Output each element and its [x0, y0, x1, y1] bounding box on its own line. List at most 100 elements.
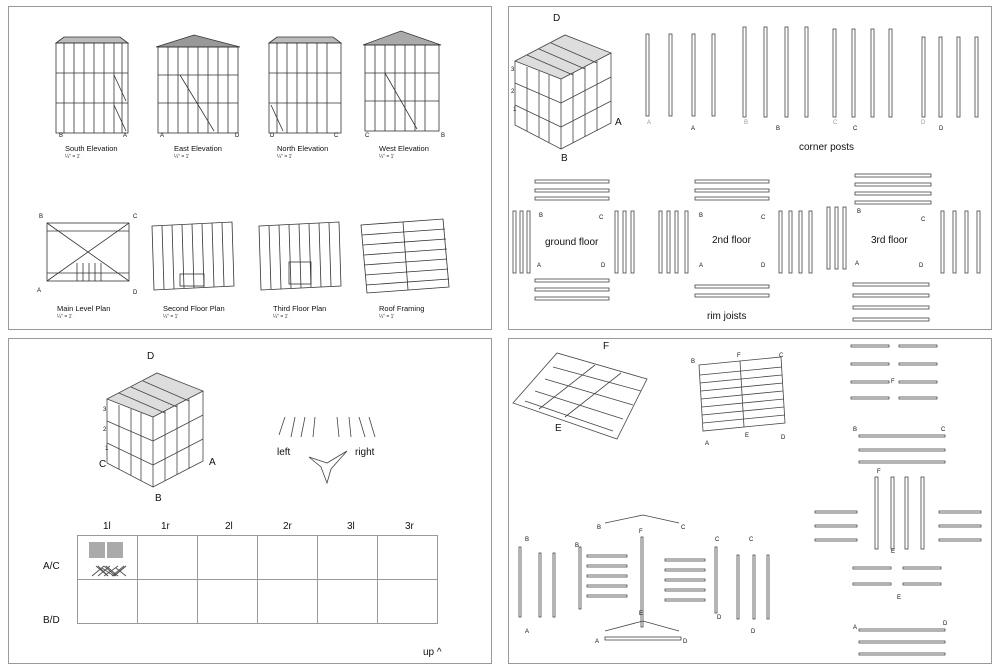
west-elevation-title: West Elevation — [379, 144, 429, 153]
second-floor-plan-title: Second Floor Plan — [163, 304, 225, 313]
gable-e-label: E — [639, 611, 644, 617]
col-header-1r: 1r — [161, 521, 170, 532]
roof-plan-a: A — [705, 441, 710, 447]
side-a-label: A — [525, 629, 530, 635]
rafter-pieces-bottom-right — [852, 566, 946, 656]
elev-west-right: B — [441, 133, 446, 139]
third-corner-d: D — [919, 263, 924, 269]
roof-iso-label-f: F — [603, 341, 610, 352]
iso-frame-drawing — [514, 34, 612, 150]
post-b-small: B — [744, 120, 749, 126]
lower-a-label: A — [853, 625, 858, 631]
lower-e-label: E — [897, 595, 902, 601]
sheet4-drawings — [512, 344, 982, 656]
plan-corner-d: D — [133, 290, 138, 296]
roof-plan-b: B — [691, 359, 696, 365]
bracing-grid — [77, 535, 438, 624]
grid-cell — [89, 535, 198, 580]
col-header-3l: 3l — [347, 521, 355, 532]
plan-corner-b: B — [39, 214, 44, 220]
roof-framing-scale: ¼" = 1' — [379, 314, 395, 320]
main-level-plan-title: Main Level Plan — [57, 304, 111, 313]
sheet2-drawings — [512, 26, 981, 322]
grid-cell — [77, 541, 138, 624]
second-floor-label: 2nd floor — [712, 235, 751, 246]
iso-level-2: 2 — [511, 89, 515, 95]
post-a-small: A — [647, 120, 652, 126]
east-elevation-title: East Elevation — [174, 144, 222, 153]
third-floor-plan-title: Third Floor Plan — [273, 304, 327, 313]
west-elevation-drawing — [362, 30, 442, 132]
col-header-3r: 3r — [405, 521, 414, 532]
east-elevation-drawing — [155, 34, 241, 134]
iso2-label-a: A — [209, 457, 216, 468]
roof-iso-drawing — [512, 352, 648, 440]
north-elevation-drawing — [267, 36, 343, 134]
gable-f-label: F — [639, 529, 643, 535]
rafter-pieces-top-right — [850, 344, 946, 464]
corner-posts-group-d — [921, 36, 979, 118]
rim-joists-3rd-floor — [826, 173, 981, 322]
post-c-small: C — [833, 120, 838, 126]
third-corner-b: B — [857, 209, 862, 215]
south-elevation-title: South Elevation — [65, 144, 118, 153]
elev-east-left: A — [160, 133, 165, 139]
post-d-small: D — [921, 120, 926, 126]
side-d2-label: D — [751, 629, 756, 635]
iso-label-d: D — [553, 13, 561, 24]
side-c2-label: C — [749, 537, 754, 543]
north-elevation-scale: ¼" = 1' — [277, 154, 293, 160]
iso-label-a: A — [615, 117, 622, 128]
sheet1-drawings — [46, 30, 450, 294]
post-group-a-label: A — [691, 126, 696, 132]
sheet3-drawings — [106, 372, 376, 488]
corner-posts-rim-joists-sheet: D A B 3 2 1 A A B B C C D D corner posts… — [508, 6, 992, 330]
up-label: up ^ — [423, 647, 442, 658]
grid-cell — [89, 535, 318, 580]
side-b2-label: B — [575, 543, 580, 549]
elev-north-right: C — [334, 133, 339, 139]
third-corner-a: A — [855, 261, 860, 267]
third-corner-c: C — [921, 217, 926, 223]
roof-iso-label-e: E — [555, 423, 562, 434]
wall-bracing-sheet: D A B C 3 2 1 left right 1l 1r 2l 2r 3l … — [8, 338, 492, 664]
east-elevation-scale: ¼" = 1' — [174, 154, 190, 160]
side-d-label: D — [717, 615, 722, 621]
grid-cell — [89, 541, 378, 624]
iso2-level-1: 1 — [105, 446, 109, 452]
corner-posts-group-a — [645, 33, 716, 117]
ground-floor-label: ground floor — [545, 237, 599, 248]
mid-c-label: C — [941, 427, 946, 433]
center-f: F — [891, 379, 895, 385]
elev-north-left: D — [270, 133, 275, 139]
right-label: right — [355, 447, 375, 458]
lower-d-label: D — [943, 621, 948, 627]
elev-west-left: C — [365, 133, 370, 139]
roof-framing-sheet: F E F C B A E D F B C F E E A D B C B B … — [508, 338, 992, 664]
roof-plan-c: C — [779, 353, 784, 359]
main-level-plan-drawing — [46, 222, 130, 282]
iso2-label-d: D — [147, 351, 155, 362]
mid-b-label: B — [853, 427, 858, 433]
plan-corner-a: A — [37, 288, 42, 294]
brace-pieces-right — [336, 416, 376, 438]
ridge-e-label: E — [891, 549, 896, 555]
west-elevation-scale: ¼" = 1' — [379, 154, 395, 160]
iso2-label-c: C — [99, 459, 107, 470]
col-header-1l: 1l — [103, 521, 111, 532]
second-floor-plan-drawing — [151, 221, 235, 291]
second-corner-a: A — [699, 263, 704, 269]
row-header-bd: B/D — [43, 615, 60, 626]
second-corner-b: B — [699, 213, 704, 219]
iso-frame-drawing-2 — [106, 372, 204, 488]
brace-pieces-left — [278, 416, 316, 438]
ground-corner-b: B — [539, 213, 544, 219]
ground-corner-c: C — [599, 215, 604, 221]
gable-a-label: A — [595, 639, 600, 645]
grid-cell — [91, 541, 318, 624]
roof-framing-title: Roof Framing — [379, 304, 425, 313]
post-group-c-label: C — [853, 126, 858, 132]
ground-corner-a: A — [537, 263, 542, 269]
grid-cell — [89, 541, 258, 624]
corner-posts-label: corner posts — [799, 142, 855, 153]
